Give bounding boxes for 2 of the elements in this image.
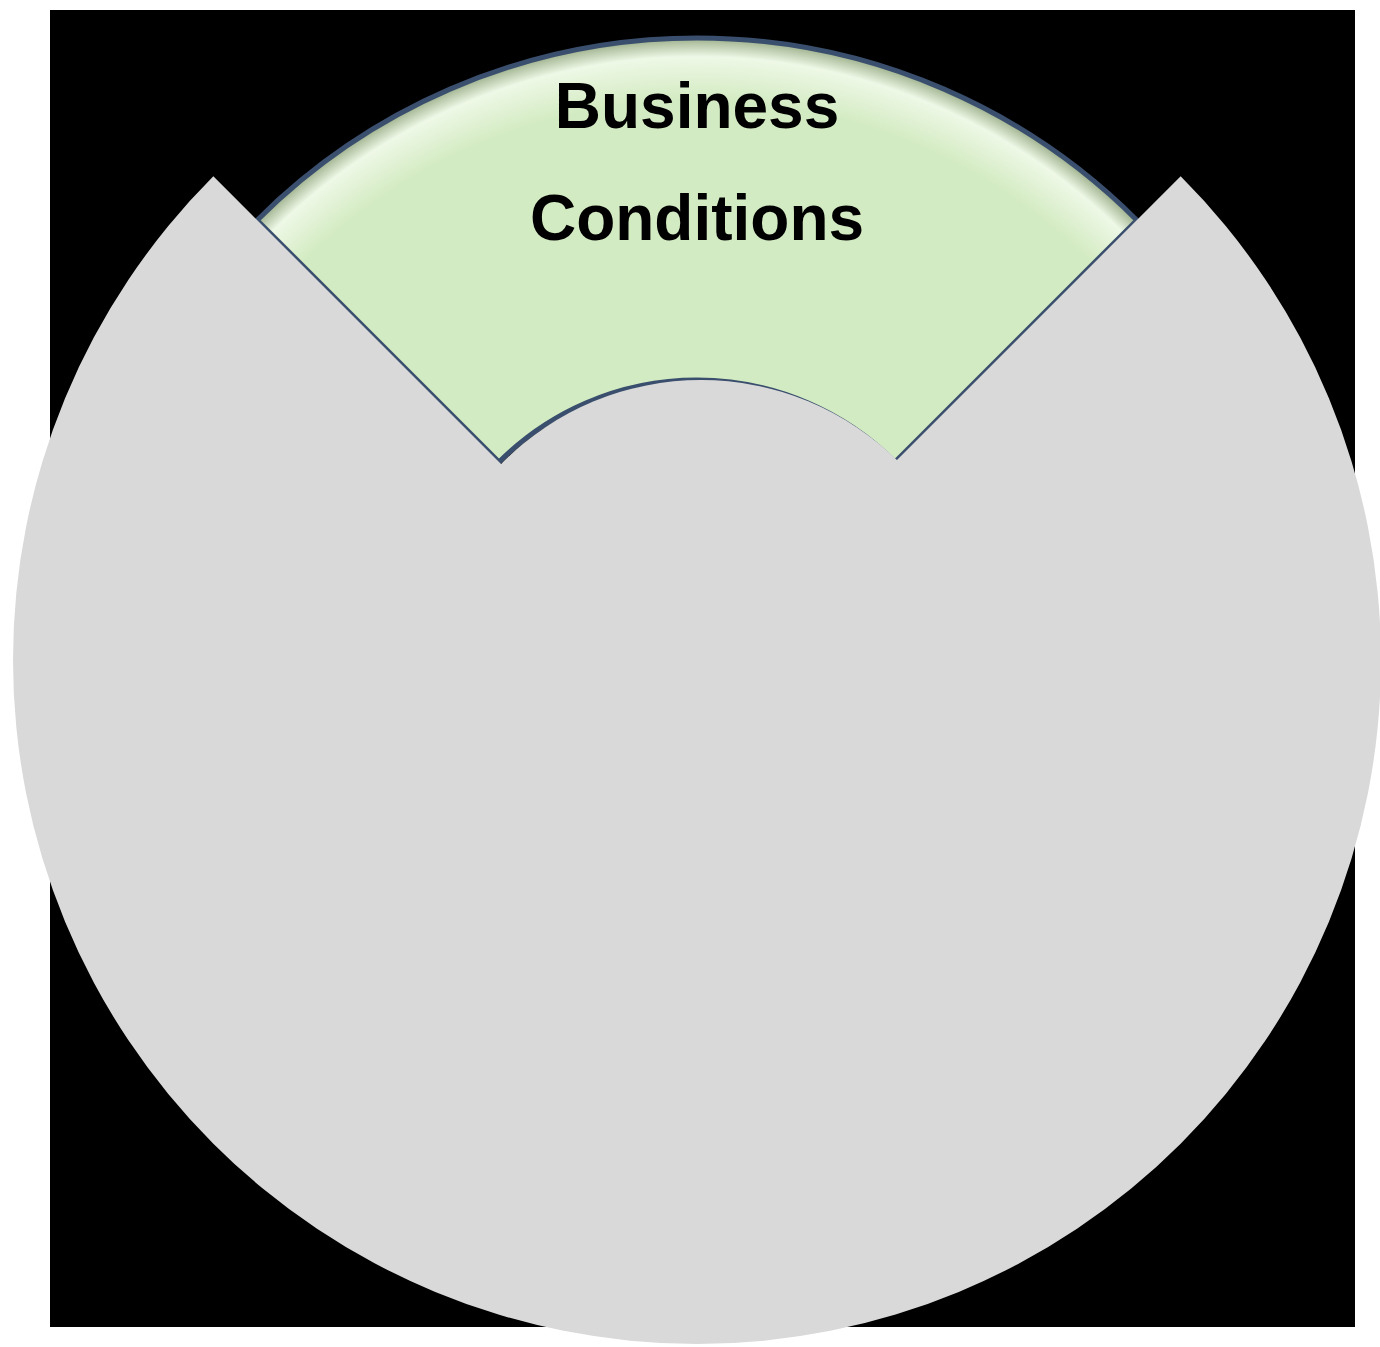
ring-segment — [257, 38, 1137, 462]
segment-label: Business Conditions — [528, 69, 866, 256]
